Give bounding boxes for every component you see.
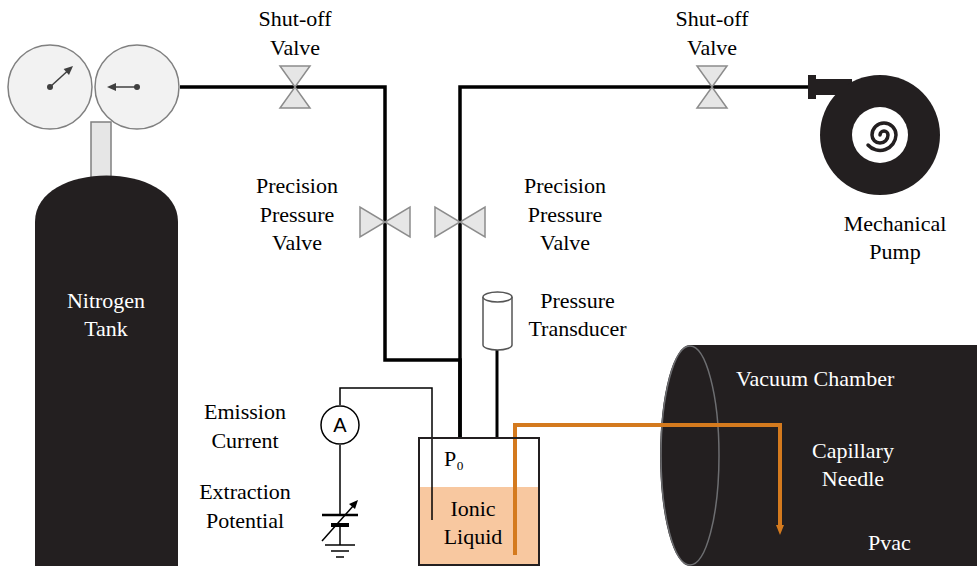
pressure-transducer: Pressure Transducer: [483, 285, 653, 350]
node-text: P₀: [444, 445, 484, 473]
valve-triangle: [360, 207, 385, 237]
variable-arrow: [322, 505, 354, 541]
ammeter-circle: [321, 406, 359, 444]
valve-triangle: [460, 207, 485, 237]
liquid-reservoir: P₀ Ionic Liquid: [418, 437, 540, 566]
node-text: Nitrogen Tank: [56, 287, 156, 342]
electrode-wire: [431, 437, 433, 520]
ground-symbol: [336, 556, 344, 558]
node-text: Pressure Transducer: [515, 287, 640, 342]
ionic-liquid-fill: [419, 487, 539, 565]
part-label: Shut-off Valve: [235, 5, 355, 62]
gauge-needle: [114, 86, 137, 88]
node-text: Capillary Needle: [788, 437, 918, 492]
tank-body: [35, 176, 178, 566]
node-text: Ionic Liquid: [433, 495, 513, 550]
shut-off-valve-symbol: [697, 66, 727, 108]
part-label: Extraction Potential: [190, 478, 300, 535]
transducer-top: [483, 292, 512, 302]
battery-plate: [322, 514, 358, 517]
valve-triangle: [280, 87, 310, 108]
gauge-pivot: [134, 84, 140, 90]
precision-valve-symbol: [360, 207, 410, 237]
ground-symbol: [325, 544, 355, 546]
needle-tip: [776, 525, 784, 535]
shut-off-valve-symbol: [280, 66, 310, 108]
vacuum-chamber: Vacuum ChamberCapillary NeedlePvac: [660, 345, 977, 566]
gas-line: [180, 87, 460, 437]
valve-triangle: [697, 87, 727, 108]
ground-symbol: [331, 550, 349, 552]
variable-arrow-head: [349, 500, 358, 509]
capillary-tube: [513, 437, 517, 555]
pump-flange: [808, 75, 816, 99]
voltage-source-symbol: [322, 445, 358, 557]
ammeter: A: [320, 405, 360, 445]
capillary-needle: [660, 425, 780, 525]
part-label: Emission Current: [195, 398, 295, 455]
valve-triangle: [385, 207, 410, 237]
gas-tank: Nitrogen Tank: [3, 42, 180, 566]
pump-housing: [820, 75, 940, 195]
capillary-tube: [515, 425, 660, 437]
node-text: A: [320, 405, 360, 445]
gauge-needle-head: [107, 83, 116, 91]
wire: [339, 445, 341, 515]
part-label: Precision Pressure Valve: [505, 172, 625, 258]
pump-spiral: [868, 123, 896, 150]
precision-valve-symbol: [435, 207, 485, 237]
gauge-needle-head: [64, 66, 73, 75]
pressure-gauge: [8, 45, 92, 129]
valve-triangle: [697, 66, 727, 87]
reservoir-outline: [419, 438, 539, 565]
sensor-line: [496, 350, 499, 437]
part-label: Shut-off Valve: [652, 5, 772, 62]
node-text: Vacuum Chamber: [736, 365, 966, 393]
valve-triangle: [280, 66, 310, 87]
node-text: Pvac: [868, 529, 938, 557]
wire: [339, 525, 341, 545]
chamber-body: [660, 345, 977, 566]
transducer-body: [483, 297, 512, 350]
pressure-gauge: [95, 45, 179, 129]
chamber-end: [661, 346, 719, 565]
pump-face: [852, 107, 908, 163]
valve-triangle: [435, 207, 460, 237]
vacuum-pump: Mechanical Pump: [808, 65, 965, 265]
part-label: Precision Pressure Valve: [237, 172, 357, 258]
node-text: Mechanical Pump: [825, 210, 965, 265]
gauge-needle: [50, 72, 67, 88]
gauge-pivot: [47, 84, 53, 90]
